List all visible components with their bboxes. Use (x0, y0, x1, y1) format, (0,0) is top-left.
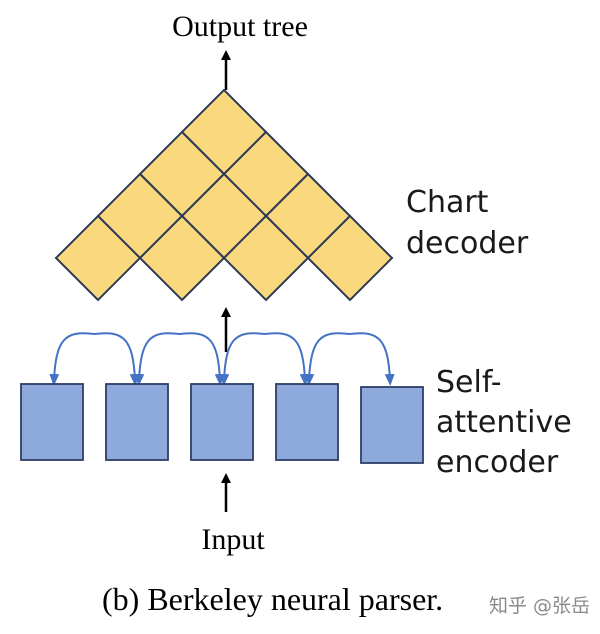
chart-decoder-label-line1: Chart (406, 185, 489, 220)
chart-decoder-grid (54, 88, 394, 302)
attention-arcs (49, 332, 395, 386)
chart-cell (138, 214, 226, 302)
encoder-label-line2: attentive (436, 405, 572, 440)
figure-caption: (b) Berkeley neural parser. (102, 581, 443, 617)
attention-arc-left (134, 332, 180, 386)
input-label: Input (201, 523, 265, 556)
encoder-label-line3: encoder (436, 445, 559, 480)
chart-cell (54, 214, 142, 302)
attention-arc-right (264, 332, 310, 386)
attention-arc-left (49, 332, 95, 386)
encoder-token-box (275, 383, 339, 461)
encoder-token-box (105, 383, 169, 461)
attention-arc-right (349, 332, 395, 386)
output-tree-label: Output tree (172, 10, 308, 43)
attention-arc-right (179, 332, 225, 386)
encoder-token-box (20, 383, 84, 461)
chart-decoder-label-line2: decoder (406, 226, 529, 261)
watermark-text: 知乎 @张岳 (489, 595, 590, 617)
encoder-label-line1: Self- (436, 365, 502, 400)
attention-arc-left (304, 332, 350, 386)
chart-cell (306, 214, 394, 302)
encoder-token-boxes (20, 383, 424, 464)
encoder-token-box (190, 383, 254, 461)
attention-arc-right (94, 332, 140, 386)
chart-cell (222, 214, 310, 302)
encoder-token-box (360, 386, 424, 464)
attention-arc-left (219, 332, 265, 386)
